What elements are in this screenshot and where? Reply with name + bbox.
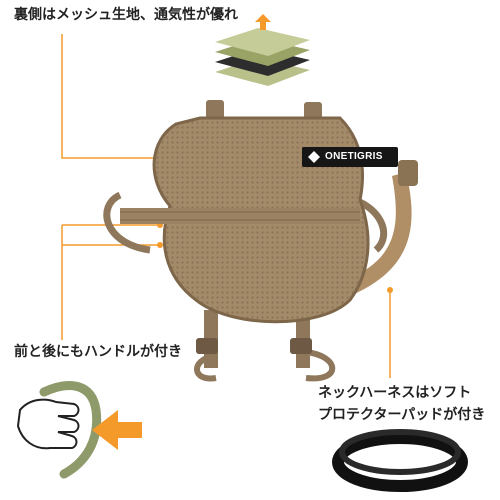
arrow-left-icon <box>92 410 142 450</box>
caption-handle: 前と後にもハンドルが付き <box>14 344 182 360</box>
brand-label: ONETIGRIS <box>302 147 398 167</box>
hand-grip-icon <box>16 381 102 479</box>
neck-pad-image <box>332 429 468 492</box>
caption-neck-line2: プロテクターパッドが付き <box>318 407 486 423</box>
callout-dot-handle-back <box>157 242 163 248</box>
brand-logo-icon <box>308 151 320 163</box>
harness-image <box>103 100 418 382</box>
caption-neck-line1: ネックハーネスはソフト <box>318 385 472 401</box>
callout-dot-neck <box>387 287 393 293</box>
brand-label-text: ONETIGRIS <box>325 151 383 162</box>
callout-lines <box>61 34 401 378</box>
caption-mesh: 裏側はメッシュ生地、通気性が優れ <box>14 7 238 23</box>
mesh-layers-icon <box>215 14 310 86</box>
